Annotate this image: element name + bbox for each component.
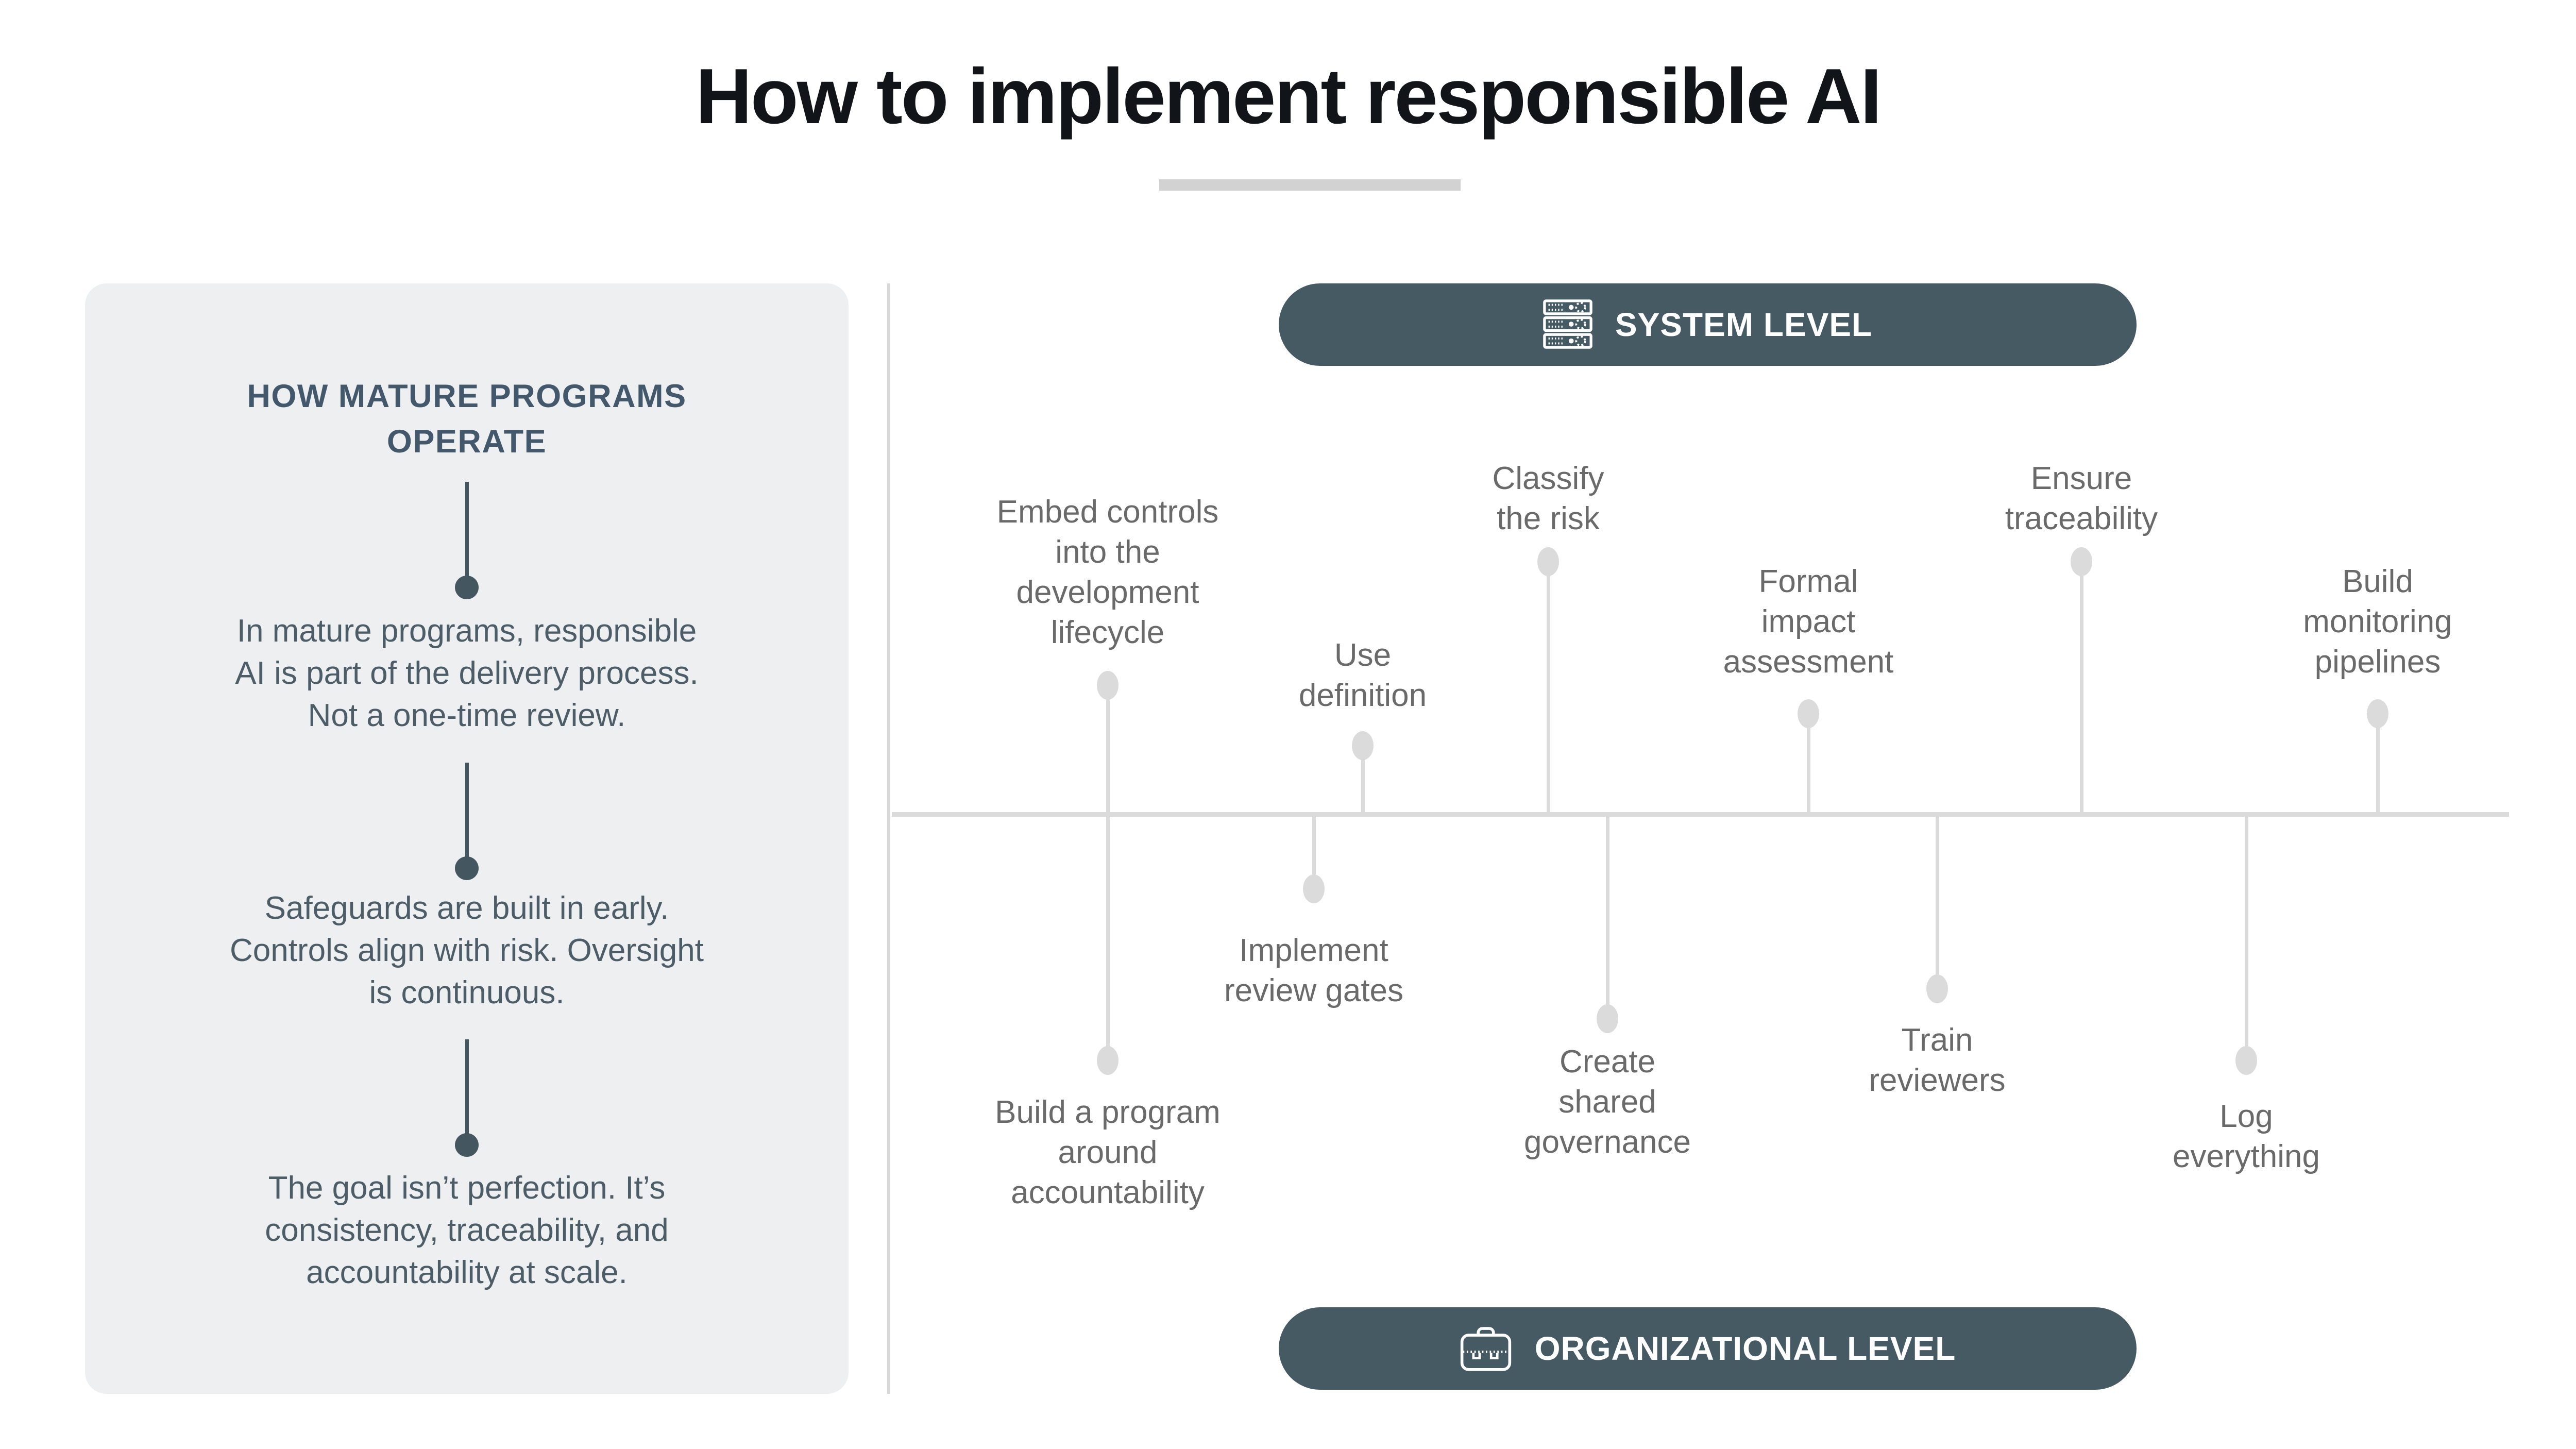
item-stem (1807, 714, 1810, 813)
item-dot (1597, 1004, 1618, 1033)
item-label: Build a program around accountability (995, 1094, 1221, 1210)
item-label: Use definition (1298, 637, 1427, 713)
item-stem (1312, 817, 1316, 889)
briefcase-icon (1460, 1327, 1511, 1371)
item-label: Ensure traceability (2005, 461, 2158, 536)
timeline-axis (892, 812, 2509, 817)
item-stem (2245, 817, 2248, 1060)
connector-dot (455, 856, 479, 880)
item-label: Implement review gates (1224, 933, 1404, 1008)
panel-paragraph: In mature programs, responsible AI is pa… (235, 613, 699, 733)
item-stem (2376, 714, 2380, 813)
system-level-label: SYSTEM LEVEL (1615, 306, 1873, 343)
connector-dot (455, 576, 479, 599)
item-label: Create shared governance (1523, 1044, 1691, 1160)
organizational-level-pill: ORGANIZATIONAL LEVEL (1279, 1307, 2137, 1390)
title-underline (1159, 179, 1461, 191)
item-label: Formal impact assessment (1723, 564, 1894, 680)
item-stem (1547, 562, 1550, 813)
system-level-pill: SYSTEM LEVEL (1279, 283, 2137, 366)
item-label: Build monitoring pipelines (2303, 564, 2452, 680)
connector-line (465, 763, 469, 858)
item-stem (1106, 817, 1110, 1060)
item-label: Train reviewers (1869, 1022, 2006, 1098)
item-stem (1936, 817, 1939, 989)
item-dot (1097, 1046, 1118, 1075)
panel-paragraph: The goal isn’t perfection. It’s consiste… (265, 1170, 669, 1290)
item-stem (1606, 817, 1609, 1019)
panel-heading: HOW MATURE PROGRAMS OPERATE (247, 378, 687, 460)
item-dot (2235, 1046, 2257, 1075)
item-label: Classify the risk (1492, 461, 1604, 536)
item-dot (1926, 974, 1948, 1003)
item-label: Log everything (2172, 1099, 2320, 1174)
page-title: How to implement responsible AI (696, 53, 1882, 140)
item-stem (2080, 562, 2083, 813)
connector-dot (455, 1133, 479, 1157)
item-label: Embed controls into the development life… (996, 494, 1219, 650)
connector-line (465, 482, 469, 577)
connector-line (465, 1039, 469, 1135)
info-panel: HOW MATURE PROGRAMS OPERATE In mature pr… (85, 283, 849, 1394)
item-stem (1361, 746, 1365, 813)
panel-divider (887, 283, 890, 1394)
panel-paragraph: Safeguards are built in early. Controls … (230, 890, 704, 1010)
server-rack-icon (1543, 299, 1592, 349)
organizational-level-label: ORGANIZATIONAL LEVEL (1534, 1330, 1956, 1367)
item-stem (1106, 685, 1110, 813)
item-dot (1303, 874, 1325, 903)
